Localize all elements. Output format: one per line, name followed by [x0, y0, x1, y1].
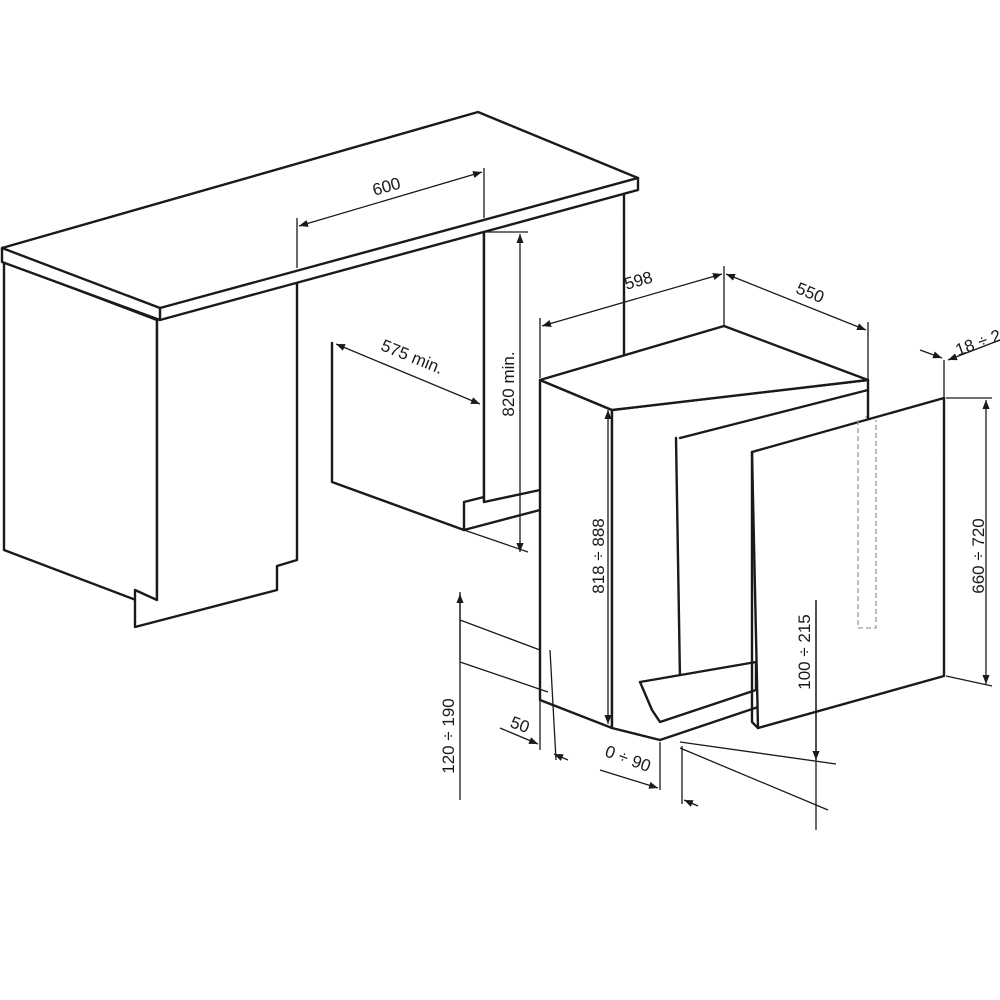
label-panel-height: 660 ÷ 720	[969, 518, 988, 594]
dishwasher-kickplate	[638, 660, 758, 724]
label-door-gap: 100 ÷ 215	[795, 614, 814, 690]
left-cabinet-front	[133, 278, 299, 629]
label-plinth-height: 120 ÷ 190	[439, 698, 458, 774]
cavity-floor	[330, 341, 486, 532]
label-plinth-depth: 0 ÷ 90	[602, 742, 653, 776]
dimension-lines	[296, 168, 1000, 830]
left-cabinet-side	[2, 260, 159, 610]
label-appliance-width: 598	[622, 268, 655, 294]
label-appliance-height: 818 ÷ 888	[589, 518, 608, 594]
label-cavity-height: 820 min.	[499, 351, 518, 416]
cavity-plinth	[462, 508, 542, 532]
label-panel-thickness: 18 ÷ 2	[953, 326, 1000, 360]
dishwasher	[538, 324, 946, 742]
decor-panel	[750, 396, 946, 730]
label-cavity-depth: 575 min.	[378, 336, 446, 378]
